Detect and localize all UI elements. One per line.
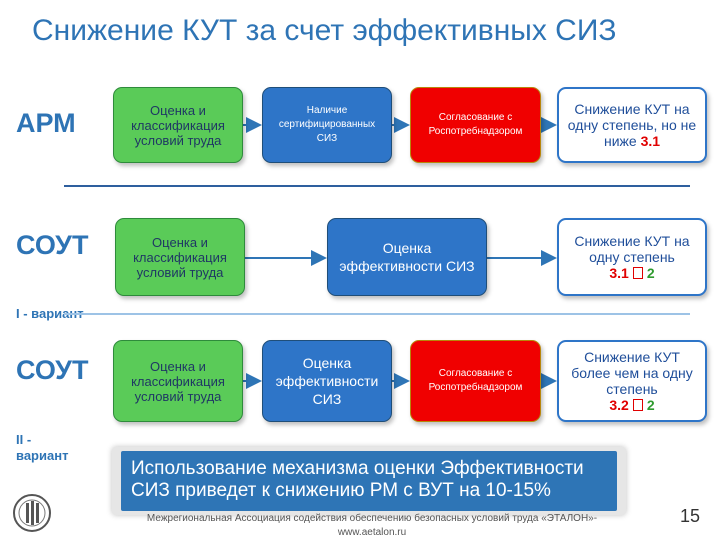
result-to-2: 2 [646, 265, 655, 281]
result-from-3: 3.2 [609, 397, 629, 413]
assess-box-2: Оценка и классификация условий труда [115, 218, 245, 296]
certified-siz-box: Наличие сертифицированных СИЗ [262, 87, 392, 163]
approval-box-1: Согласование с Роспотребнадзором [410, 87, 541, 163]
conclusion-banner: Использование механизма оценки Эффективн… [112, 447, 626, 515]
result-text-2: Снижение КУТ на одну степень [574, 233, 690, 265]
result-text-3: Снижение КУТ более чем на одну степень [571, 349, 693, 397]
result-box-3: Снижение КУТ более чем на одну степень 3… [557, 340, 707, 422]
arrow-glyph-icon [632, 267, 643, 279]
page-title: Снижение КУТ за счет эффективных СИЗ [32, 14, 617, 47]
result-from-2: 3.1 [609, 265, 629, 281]
row-label-arm: АРМ [16, 108, 76, 138]
assess-box-1: Оценка и классификация условий труда [113, 87, 243, 163]
result-to-3: 2 [646, 397, 655, 413]
conclusion-text: Использование механизма оценки Эффективн… [121, 451, 617, 511]
efficiency-box-2: Оценка эффективности СИЗ [327, 218, 487, 296]
footer: Межрегиональная Ассоциация содействия об… [96, 512, 648, 540]
separator-line-1 [64, 185, 690, 187]
result-box-2: Снижение КУТ на одну степень 3.1 2 [557, 218, 707, 296]
footer-link[interactable]: www.aetalon.ru [337, 527, 407, 538]
approval-box-3: Согласование с Роспотребнадзором [410, 340, 541, 422]
association-logo-icon [13, 494, 51, 532]
result-value-1: 3.1 [640, 133, 661, 149]
assess-box-3: Оценка и классификация условий труда [113, 340, 243, 422]
footer-org: Межрегиональная Ассоциация содействия об… [146, 513, 598, 524]
page-number: 15 [680, 506, 701, 526]
result-text-1: Снижение КУТ на одну степень, но не ниже [567, 101, 697, 149]
arrow-glyph-icon [632, 399, 643, 411]
separator-line-2 [64, 313, 690, 315]
efficiency-box-3: Оценка эффективности СИЗ [262, 340, 392, 422]
result-box-1: Снижение КУТ на одну степень, но не ниже… [557, 87, 707, 163]
row-sub-2: II - вариант [16, 432, 69, 463]
row-sub-1: I - вариант [16, 306, 84, 321]
